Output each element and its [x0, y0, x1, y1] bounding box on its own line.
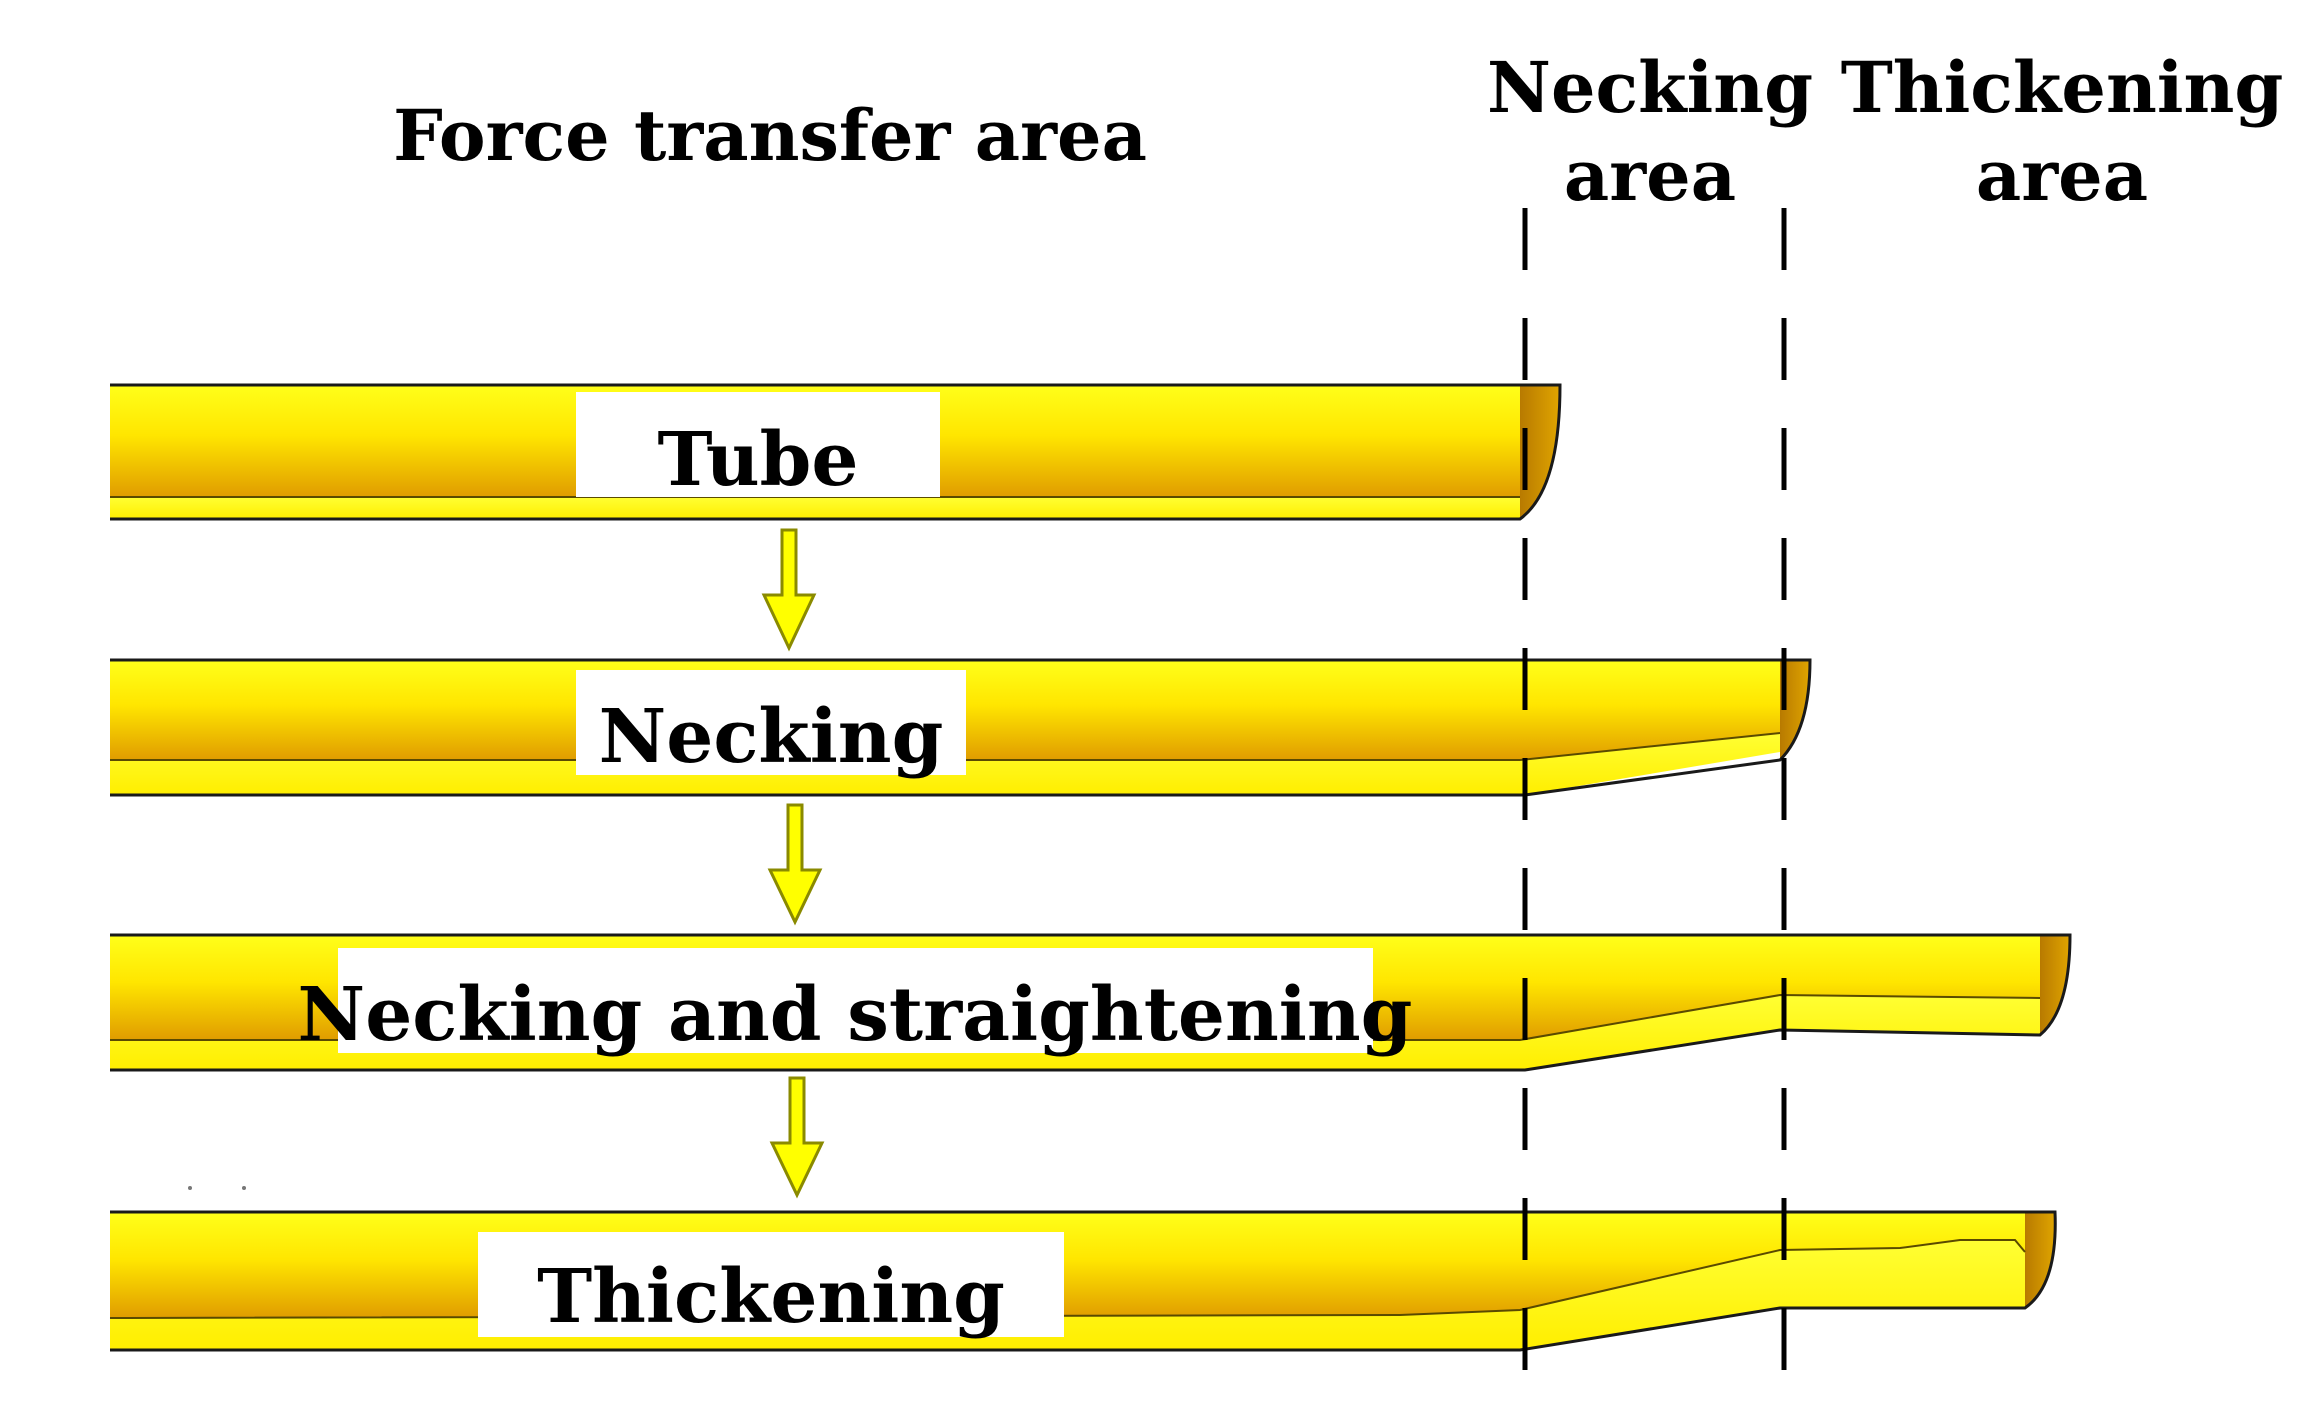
necking-label-box — [576, 670, 966, 775]
necking-area-label-line1: Necking — [1487, 46, 1813, 129]
necking-straightening-label-box — [338, 948, 1373, 1053]
thickening-area-label-line1: Thickening — [1841, 46, 2284, 129]
tube-label-box — [576, 392, 940, 497]
thickening-label: Thickening — [537, 1254, 1005, 1340]
thickening-label-box — [478, 1232, 1064, 1337]
necking-area-label-line2: area — [1564, 134, 1736, 217]
speck-mark — [188, 1186, 192, 1190]
thickening-area-label-line2: area — [1976, 134, 2148, 217]
process-arrow-2 — [767, 803, 823, 926]
thickening-stage-shape — [109, 1210, 2057, 1352]
process-arrow-1 — [761, 528, 817, 652]
necking-label: Necking — [599, 694, 944, 780]
force-transfer-area-label: Force transfer area — [393, 94, 1147, 177]
necking-straightening-label: Necking and straightening — [298, 972, 1413, 1058]
tube-label: Tube — [658, 417, 859, 503]
speck-mark — [242, 1186, 246, 1190]
process-arrow-3 — [769, 1076, 825, 1199]
